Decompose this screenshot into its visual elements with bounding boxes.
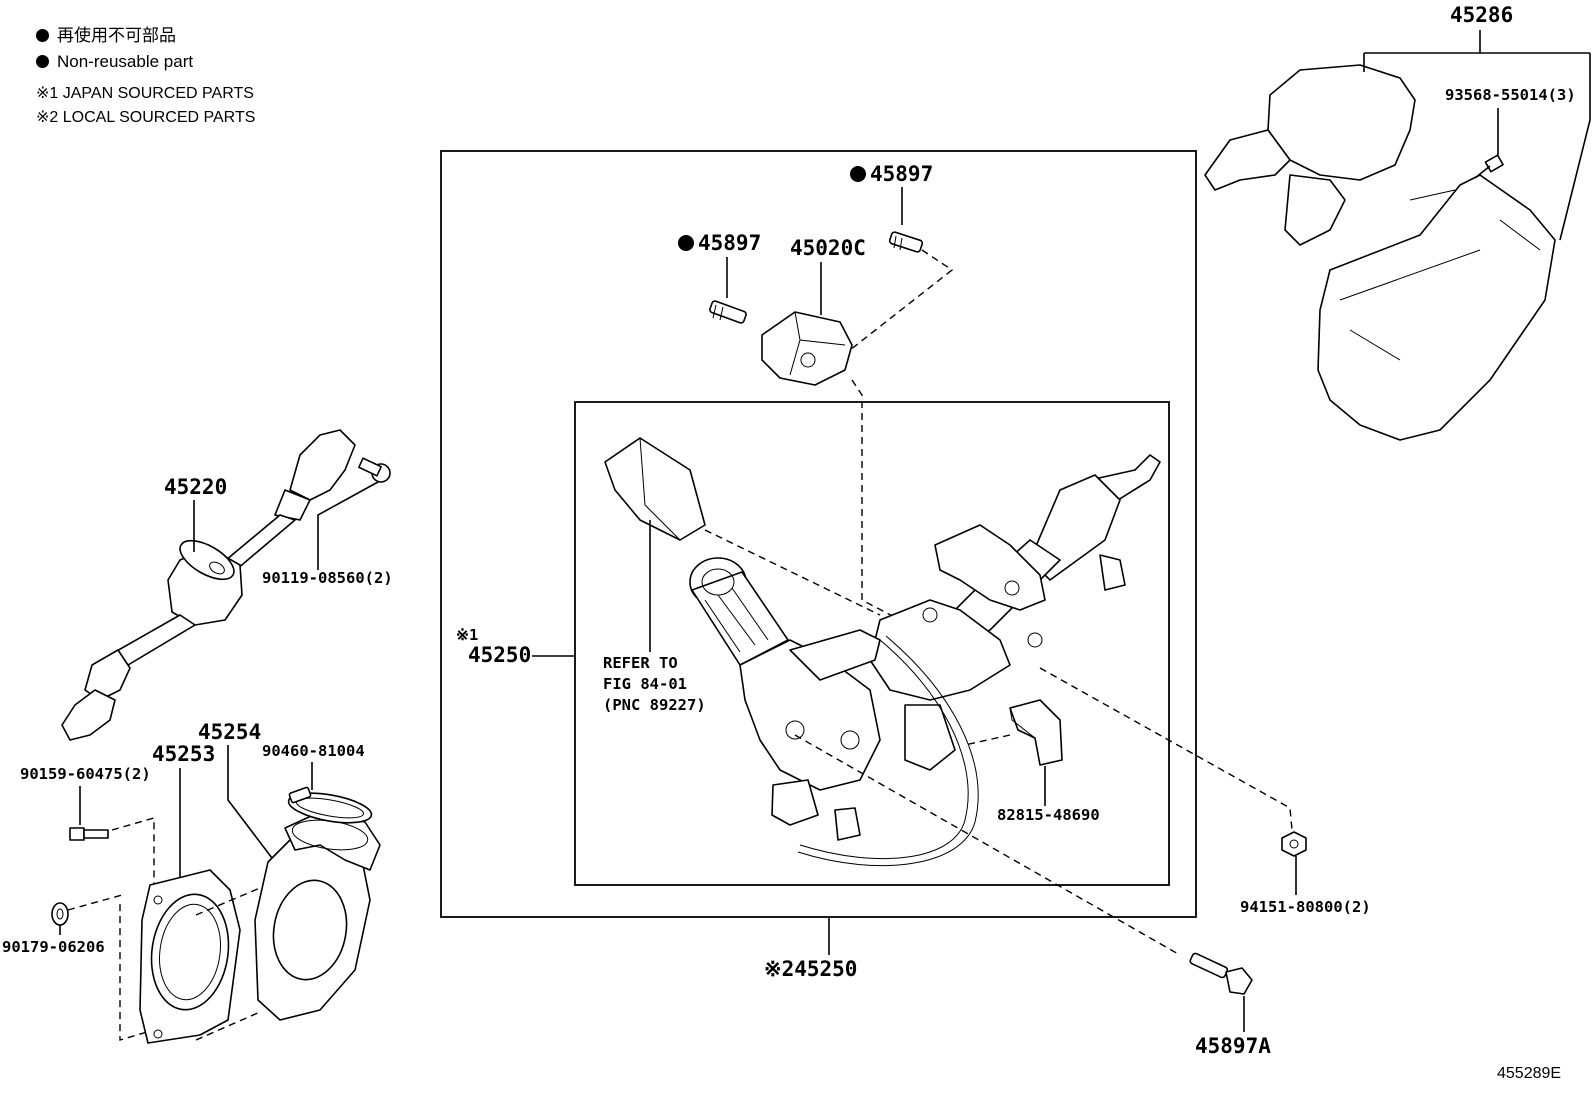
non-reusable-dot-icon — [850, 166, 866, 182]
washer-90179 — [51, 902, 69, 926]
boot-45254 — [254, 811, 381, 1021]
label-45253: 45253 — [152, 742, 215, 766]
label-45897a: 45897A — [1195, 1034, 1271, 1058]
refer-line-3: (PNC 89227) — [603, 696, 706, 714]
label-90159: 90159-60475(2) — [20, 765, 151, 783]
dash-90179 — [67, 894, 123, 911]
label-45254: 45254 — [198, 720, 261, 744]
label-45220: 45220 — [164, 475, 227, 499]
bracket-82815 — [1009, 699, 1063, 766]
column-cover-part — [1204, 64, 1556, 441]
figure-id: 455289E — [1497, 1065, 1561, 1082]
label-45250-2: ※245250 — [764, 957, 857, 981]
clamp-90460 — [287, 786, 373, 824]
non-reusable-dot-icon — [678, 235, 694, 251]
label-45286: 45286 — [1450, 3, 1513, 27]
dash-45897-top — [849, 249, 954, 351]
dash-45020c — [851, 379, 901, 621]
steering-column-45250 — [604, 437, 1161, 867]
non-reusable-dot-icon — [36, 29, 49, 42]
nut-94151 — [1281, 831, 1307, 857]
outer-assembly-frame — [440, 150, 1197, 918]
inner-assembly-frame — [574, 401, 1170, 886]
leader-45254 — [227, 745, 276, 863]
label-90119: 90119-08560(2) — [262, 569, 393, 587]
label-93568: 93568-55014(3) — [1445, 86, 1576, 104]
label-45250-1: 45250 — [468, 643, 531, 667]
legend-note-2: ※2 LOCAL SOURCED PARTS — [36, 109, 256, 126]
refer-line-1: REFER TO — [603, 654, 678, 672]
intermediate-shaft-45220 — [61, 429, 356, 741]
refer-line-2: FIG 84-01 — [603, 675, 687, 693]
non-reusable-dot-icon — [36, 55, 49, 68]
label-94151: 94151-80800(2) — [1240, 898, 1371, 916]
screw-93568 — [1474, 154, 1504, 179]
bolt-90159 — [69, 827, 109, 841]
sensor-45020c — [761, 311, 853, 386]
legend-en: Non-reusable part — [36, 52, 193, 72]
label-45020c: 45020C — [790, 236, 866, 260]
label-90460: 90460-81004 — [262, 742, 365, 760]
legend-note-1: ※1 JAPAN SOURCED PARTS — [36, 85, 254, 102]
leader-45286 — [1363, 52, 1591, 241]
dash-45897a — [794, 734, 1181, 956]
legend-en-text: Non-reusable part — [57, 52, 194, 71]
dash-bracket — [704, 529, 881, 616]
label-90179: 90179-06206 — [2, 938, 105, 956]
bolt-90119 — [358, 457, 391, 483]
bolt-45897a — [1189, 952, 1253, 995]
plate-45253 — [139, 869, 241, 1044]
label-45897-mid: 45897 — [698, 231, 761, 255]
legend-jp-text: 再使用不可部品 — [57, 26, 176, 45]
bolt-45897-top — [888, 231, 924, 253]
label-45250-1-mark: ※1 — [456, 626, 478, 644]
leader-90119 — [317, 481, 379, 570]
label-45897-top: 45897 — [870, 162, 933, 186]
bolt-45897-mid — [709, 300, 747, 324]
dash-94151 — [1039, 667, 1293, 831]
dash-82815 — [964, 734, 1011, 746]
label-82815: 82815-48690 — [997, 806, 1100, 824]
legend-jp: 再使用不可部品 — [36, 26, 176, 46]
